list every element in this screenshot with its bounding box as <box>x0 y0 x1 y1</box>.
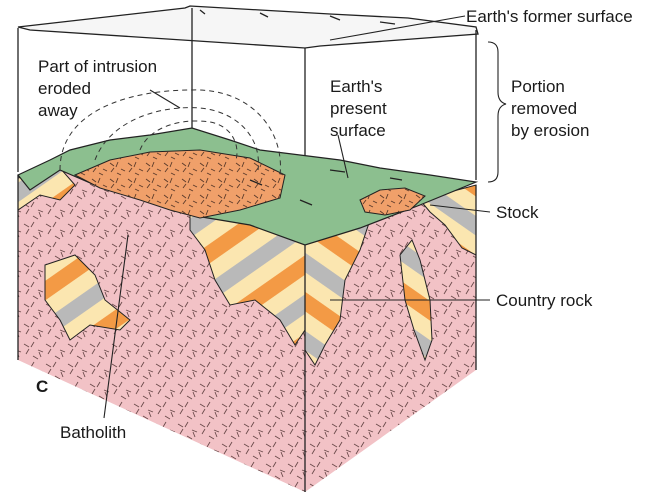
label-intrusion-eroded-2: eroded <box>38 79 91 98</box>
label-stock: Stock <box>496 203 539 222</box>
former-surface-top <box>18 6 478 48</box>
label-present-surface-1: Earth's <box>330 77 382 96</box>
label-intrusion-eroded-1: Part of intrusion <box>38 57 157 76</box>
label-portion-removed-1: Portion <box>511 77 565 96</box>
label-intrusion-eroded-3: away <box>38 101 78 120</box>
label-batholith: Batholith <box>60 423 126 442</box>
panel-letter: C <box>36 377 48 396</box>
erosion-brace <box>488 42 506 182</box>
label-portion-removed-3: by erosion <box>511 121 589 140</box>
label-portion-removed-2: removed <box>511 99 577 118</box>
label-country-rock: Country rock <box>496 291 593 310</box>
label-present-surface-3: surface <box>330 121 386 140</box>
label-former-surface: Earth's former surface <box>466 7 633 26</box>
label-present-surface-2: present <box>330 99 387 118</box>
